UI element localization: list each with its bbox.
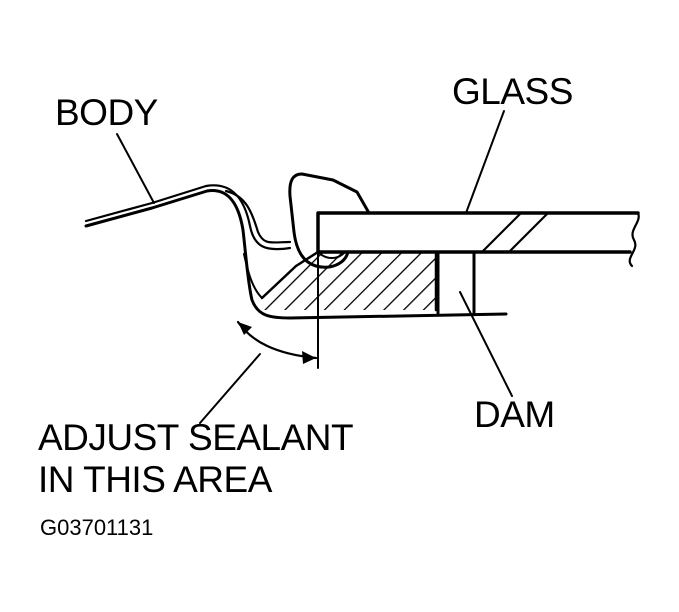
adjust-sealant-label-line1: ADJUST SEALANT <box>38 417 353 458</box>
body-label: BODY <box>55 92 158 133</box>
body-panel <box>84 184 508 320</box>
dam-label: DAM <box>474 394 555 435</box>
leader-lines <box>116 110 513 424</box>
figure-code: G03701131 <box>40 515 153 540</box>
adjust-area-indicator <box>236 251 319 369</box>
glass-label: GLASS <box>452 71 573 112</box>
dam-block <box>436 250 476 315</box>
molding <box>288 172 371 269</box>
adjust-sealant-label-line2: IN THIS AREA <box>38 459 273 500</box>
